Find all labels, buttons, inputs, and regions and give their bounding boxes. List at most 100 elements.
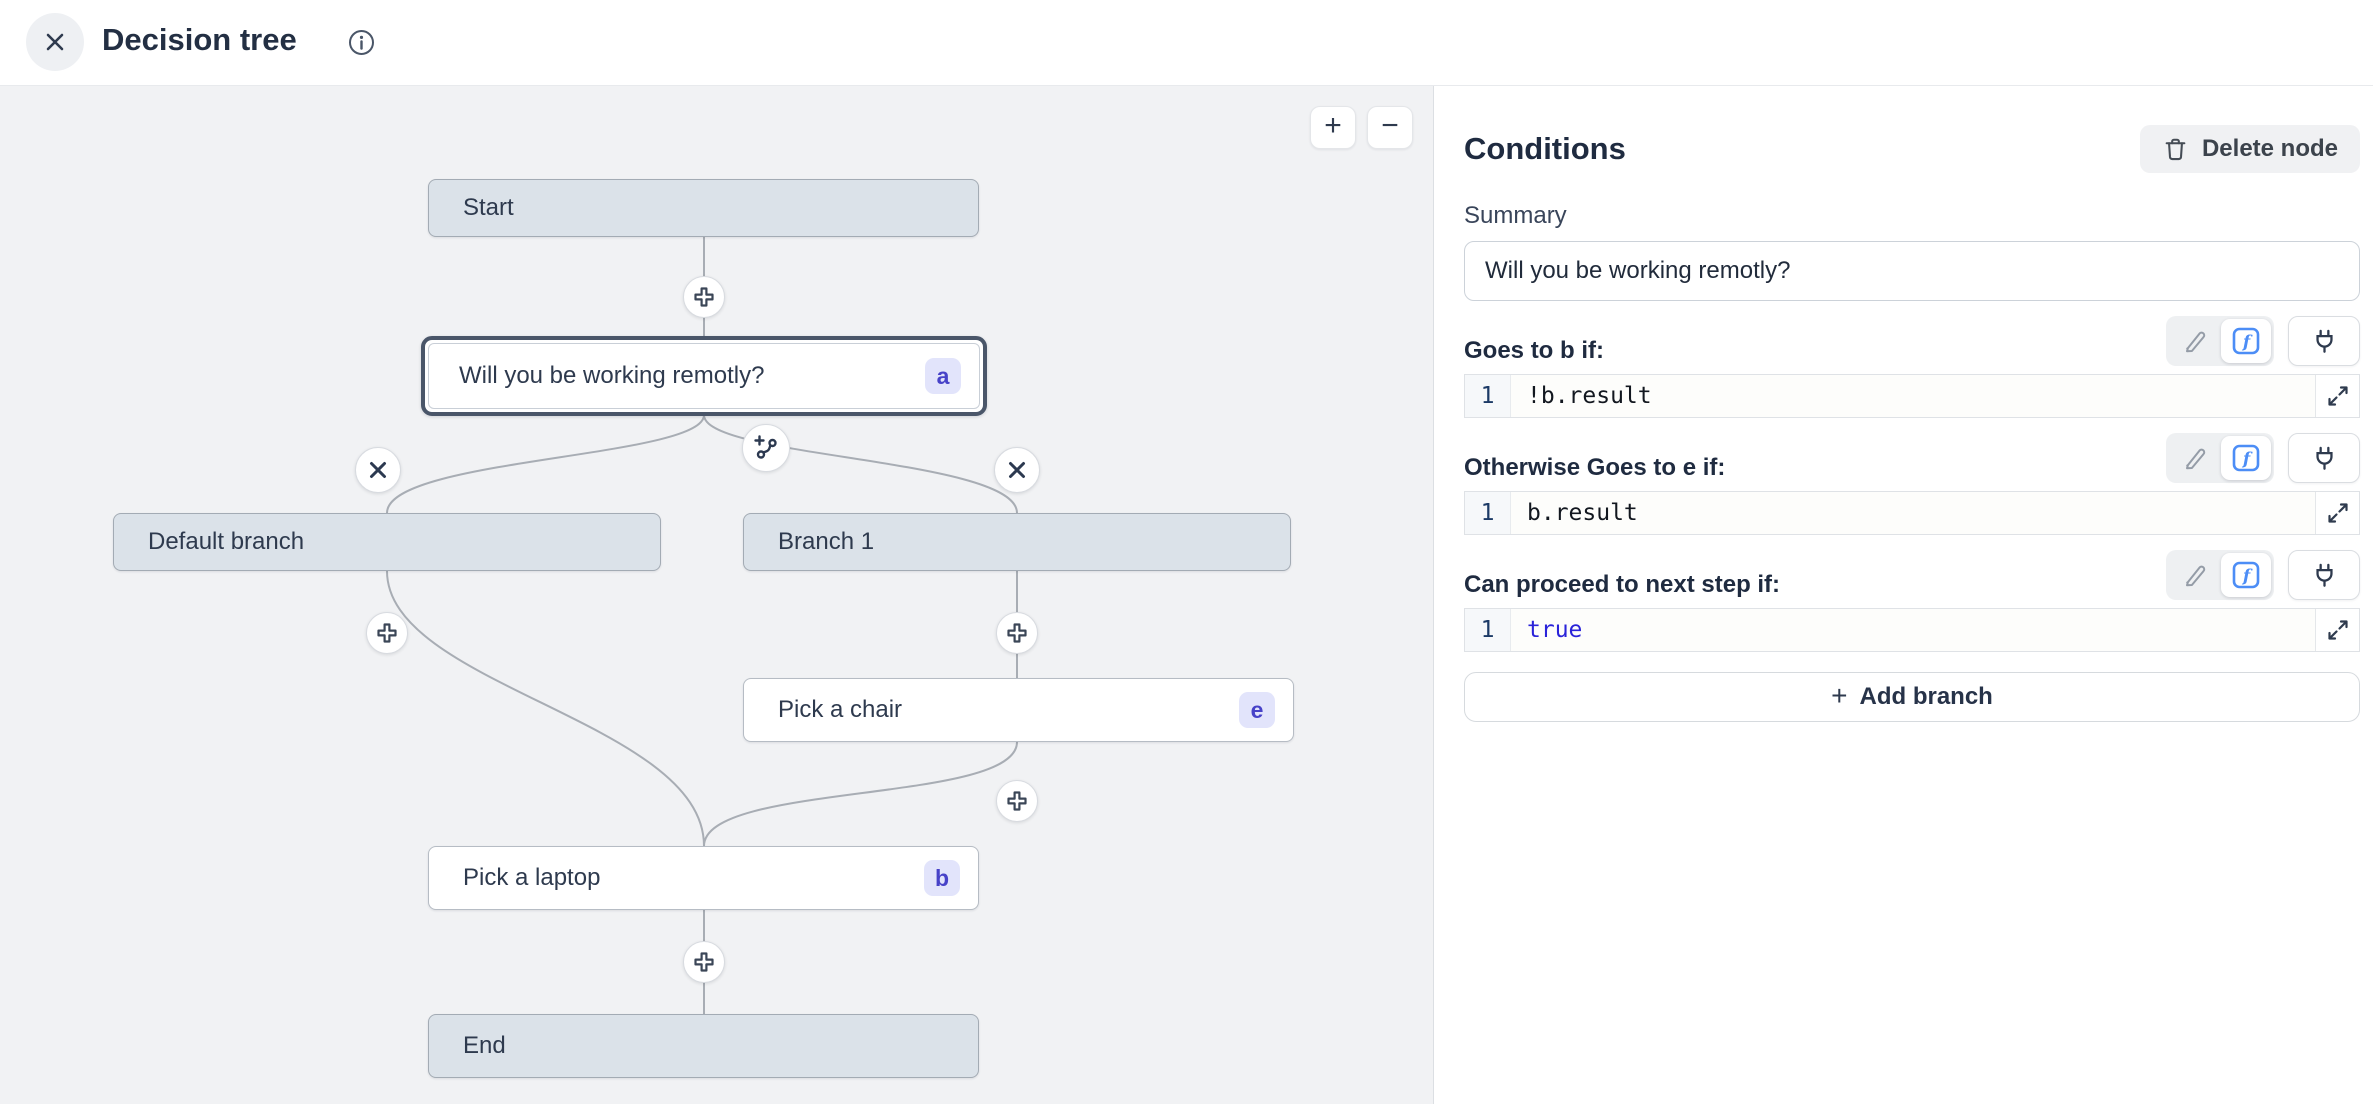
close-icon (46, 33, 64, 51)
summary-input[interactable] (1464, 241, 2360, 301)
add-node-button[interactable] (996, 612, 1038, 654)
info-icon[interactable] (348, 29, 375, 61)
x-icon (370, 462, 386, 478)
node-label: Branch 1 (778, 528, 875, 555)
line-number: 1 (1465, 492, 1511, 534)
svg-text:f: f (2242, 567, 2253, 587)
node-label: Default branch (148, 528, 305, 555)
node-label: Pick a laptop (463, 864, 601, 891)
header: Decision tree (0, 0, 2373, 86)
expand-icon (2327, 620, 2348, 640)
pencil-icon (2186, 448, 2206, 470)
close-button[interactable] (26, 13, 84, 71)
plus-icon (694, 287, 714, 307)
summary-label: Summary (1464, 202, 1567, 229)
fx-icon: f (2232, 444, 2260, 472)
node-question-inner: Will you be working remotly? a (428, 343, 980, 409)
delete-branch-button[interactable] (355, 447, 401, 493)
section-tools: f (2166, 433, 2360, 485)
text-mode-button[interactable] (2169, 553, 2221, 597)
add-node-button[interactable] (683, 941, 725, 983)
node-end[interactable]: End (428, 1014, 979, 1078)
connect-source-button[interactable] (2288, 433, 2360, 483)
pencil-icon (2186, 565, 2206, 587)
node-label: End (463, 1032, 506, 1059)
node-label: Will you be working remotly? (459, 362, 765, 389)
code-content[interactable]: b.result (1527, 500, 1638, 526)
svg-text:f: f (2242, 450, 2253, 470)
plus-icon (694, 952, 714, 972)
editor-mode-toggle: f (2166, 316, 2274, 366)
code-editor-can-proceed[interactable]: 1 true (1464, 608, 2360, 652)
page-title: Decision tree (102, 22, 297, 57)
connect-source-button[interactable] (2288, 316, 2360, 366)
section-label: Can proceed to next step if: (1464, 571, 1781, 598)
flow-edges (386, 236, 1018, 1015)
node-start[interactable]: Start (428, 179, 979, 237)
zoom-out-button[interactable]: − (1367, 106, 1413, 149)
plus-icon: + (1831, 679, 1848, 711)
expand-editor-button[interactable] (2315, 492, 2359, 534)
plus-icon (1007, 623, 1027, 643)
x-icon (1009, 462, 1025, 478)
add-node-button[interactable] (366, 612, 408, 654)
delete-node-label: Delete node (2201, 135, 2338, 162)
condition-section-goes-to-e: Otherwise Goes to e if: f (1464, 433, 2360, 535)
plus-icon (377, 623, 397, 643)
add-node-button[interactable] (683, 276, 725, 318)
node-label: Pick a chair (778, 696, 903, 723)
pencil-icon (2186, 331, 2206, 353)
trash-icon (2165, 138, 2186, 160)
node-default-branch[interactable]: Default branch (113, 513, 661, 571)
condition-section-goes-to-b: Goes to b if: f (1464, 316, 2360, 418)
section-tools: f (2166, 316, 2360, 368)
fx-mode-button[interactable]: f (2221, 436, 2271, 480)
svg-text:f: f (2242, 333, 2253, 353)
node-pick-a-chair[interactable]: Pick a chair e (743, 678, 1294, 742)
fx-icon: f (2232, 561, 2260, 589)
plus-icon (1007, 791, 1027, 811)
fx-mode-button[interactable]: f (2221, 553, 2271, 597)
code-editor-goes-to-b[interactable]: 1 !b.result (1464, 374, 2360, 418)
text-mode-button[interactable] (2169, 436, 2221, 480)
node-badge: e (1239, 692, 1275, 728)
section-label: Goes to b if: (1464, 337, 1604, 364)
add-branch-button[interactable]: + Add branch (1464, 672, 2360, 722)
fx-icon: f (2232, 327, 2260, 355)
add-branch-node-button[interactable] (742, 424, 790, 472)
fx-mode-button[interactable]: f (2221, 319, 2271, 363)
code-content[interactable]: !b.result (1527, 383, 1652, 409)
add-branch-label: Add branch (1859, 683, 1993, 710)
node-badge: a (925, 358, 961, 394)
node-label: Start (463, 194, 514, 221)
expand-icon (2327, 386, 2348, 406)
code-content[interactable]: true (1527, 617, 1583, 643)
line-number: 1 (1465, 375, 1511, 417)
conditions-panel: Conditions Delete node Summary Goes to b… (1434, 86, 2373, 1104)
expand-icon (2327, 503, 2348, 523)
panel-header: Conditions Delete node (1464, 124, 2360, 174)
section-label: Otherwise Goes to e if: (1464, 454, 1726, 481)
node-branch-1[interactable]: Branch 1 (743, 513, 1291, 571)
panel-title: Conditions (1464, 131, 1626, 166)
section-tools: f (2166, 550, 2360, 602)
branch-plus-icon (754, 435, 777, 459)
plug-icon (2315, 329, 2333, 353)
text-mode-button[interactable] (2169, 319, 2221, 363)
editor-mode-toggle: f (2166, 550, 2274, 600)
expand-editor-button[interactable] (2315, 609, 2359, 651)
node-question-selected[interactable]: Will you be working remotly? a (421, 336, 987, 416)
zoom-in-button[interactable]: + (1310, 106, 1356, 149)
connect-source-button[interactable] (2288, 550, 2360, 600)
condition-section-can-proceed: Can proceed to next step if: f (1464, 550, 2360, 652)
delete-node-button[interactable]: Delete node (2139, 125, 2360, 173)
plug-icon (2315, 563, 2333, 587)
node-pick-a-laptop[interactable]: Pick a laptop b (428, 846, 979, 910)
flow-canvas[interactable]: Start Will you be working remotly? a Def… (0, 86, 1434, 1104)
code-editor-goes-to-e[interactable]: 1 b.result (1464, 491, 2360, 535)
line-number: 1 (1465, 609, 1511, 651)
add-node-button[interactable] (996, 780, 1038, 822)
expand-editor-button[interactable] (2315, 375, 2359, 417)
delete-branch-button[interactable] (994, 447, 1040, 493)
